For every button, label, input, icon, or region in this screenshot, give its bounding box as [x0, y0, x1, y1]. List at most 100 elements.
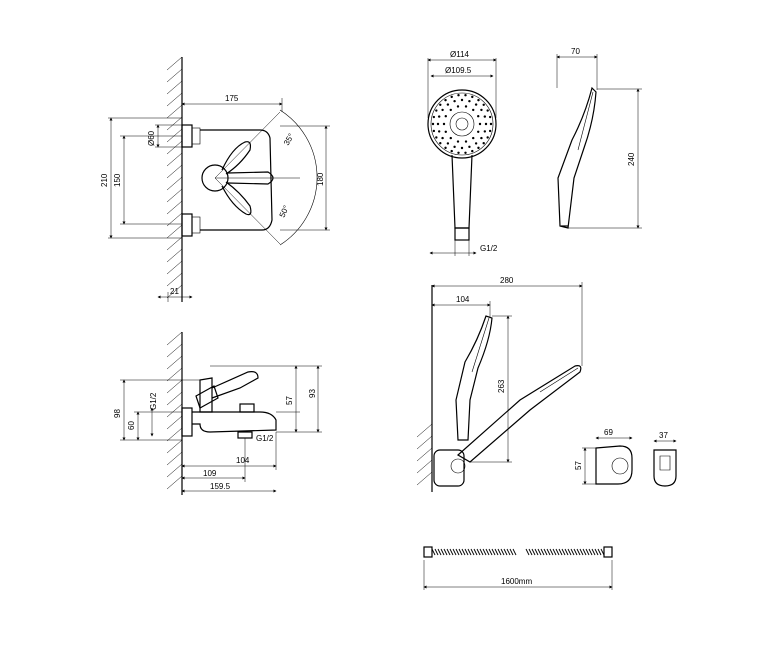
holder-side — [595, 445, 633, 485]
holder-front — [653, 449, 677, 487]
nozzle — [488, 115, 492, 119]
shower-nozzles — [431, 94, 493, 154]
nozzle — [444, 146, 447, 150]
hose-coil — [525, 548, 530, 556]
dim-98-label: 98 — [113, 409, 122, 418]
nozzle — [435, 109, 438, 112]
wall-hatching-3 — [416, 423, 433, 486]
nozzle — [477, 130, 480, 134]
hose-coil — [558, 548, 563, 556]
shower-set-view: 280 104 263 — [416, 276, 583, 492]
nozzle — [477, 98, 480, 102]
nozzle — [450, 95, 453, 99]
nozzle — [460, 146, 464, 150]
nozzle — [449, 108, 452, 112]
nozzle — [468, 145, 471, 149]
hose-coil — [479, 548, 484, 556]
nozzle — [464, 151, 467, 154]
hose-coil — [503, 548, 508, 556]
set-shower-upright-face — [471, 317, 490, 373]
hose-coil — [482, 548, 487, 556]
hose-coil — [570, 548, 575, 556]
hand-shower-side-view: 70 240 — [556, 47, 642, 229]
hose-coil — [597, 548, 602, 556]
lower-eccentric — [191, 216, 201, 234]
nozzle — [449, 136, 452, 140]
nozzle — [453, 145, 456, 149]
shower-side-outline — [557, 86, 597, 229]
hose-coil — [540, 548, 545, 556]
hose-coil — [600, 548, 605, 556]
upper-eccentric — [191, 127, 201, 145]
set-shower-upright — [455, 315, 493, 441]
hose-coil — [552, 548, 557, 556]
shower-head-inner — [430, 92, 494, 156]
hose-coil — [564, 548, 569, 556]
hose-coil — [588, 548, 593, 556]
angle-line-upper — [214, 111, 281, 179]
hose-coil — [509, 548, 514, 556]
hose-coil — [464, 548, 469, 556]
angle-35-label: 35° — [282, 132, 296, 147]
nozzle — [460, 98, 464, 102]
dim-d114-label: Ø114 — [450, 50, 470, 59]
nozzle — [457, 151, 460, 154]
dim-150-label: 150 — [113, 173, 122, 187]
shower-handle — [451, 154, 473, 229]
hose-coil — [579, 548, 584, 556]
nozzle — [480, 108, 483, 112]
nozzle — [464, 140, 468, 143]
nozzle — [483, 130, 487, 133]
nozzle — [471, 149, 474, 153]
hose-nut-right — [603, 546, 613, 558]
set-shower-angled-face — [539, 367, 579, 393]
dim-69-label: 69 — [604, 428, 613, 437]
nozzle — [436, 122, 440, 126]
holder-views: 69 57 37 — [574, 428, 677, 487]
lower-flange — [181, 213, 193, 237]
nozzle — [482, 142, 485, 145]
nozzle — [456, 140, 460, 143]
nozzle — [432, 115, 436, 119]
hose-coil — [506, 548, 511, 556]
nozzle — [444, 98, 447, 102]
hose-coil — [573, 548, 578, 556]
hose-coil — [488, 548, 493, 556]
nozzle — [446, 142, 450, 145]
nozzle — [483, 115, 487, 118]
hose-coil — [585, 548, 590, 556]
hose-coil — [546, 548, 551, 556]
dim-93-label: 93 — [308, 389, 317, 398]
nozzle — [453, 99, 456, 103]
hose-coil — [591, 548, 596, 556]
nozzle — [444, 114, 447, 118]
nozzle — [480, 136, 483, 140]
dim-d109-label: Ø109.5 — [445, 66, 472, 75]
nozzle — [446, 103, 450, 106]
side-outlet — [237, 431, 253, 439]
hose-coil — [567, 548, 572, 556]
side-handle — [211, 371, 259, 399]
side-spout-body — [192, 411, 277, 433]
nozzle — [489, 122, 493, 126]
holder-side-ring — [611, 457, 629, 475]
dim-210-label: 210 — [100, 173, 109, 187]
hose-coil — [582, 548, 587, 556]
nozzle — [474, 103, 478, 106]
nozzle — [464, 105, 468, 108]
nozzle — [471, 95, 474, 99]
wall-hatching-2 — [166, 331, 183, 490]
hose-coil — [497, 548, 502, 556]
nozzle — [441, 108, 444, 112]
nozzle — [472, 108, 475, 112]
hose-coil — [467, 548, 472, 556]
mixer-side-view: 57 93 98 60 G1/2 G1/2 104 109 159.5 — [113, 331, 322, 495]
shower-connector — [454, 227, 470, 241]
hose-coil — [555, 548, 560, 556]
hose-coil — [485, 548, 490, 556]
hose-coil — [440, 548, 445, 556]
hose-coil — [491, 548, 496, 556]
hose-coil — [473, 548, 478, 556]
hand-shower-front-view: Ø114 Ø109.5 G1/2 — [427, 50, 498, 256]
side-body-upper — [199, 377, 213, 413]
